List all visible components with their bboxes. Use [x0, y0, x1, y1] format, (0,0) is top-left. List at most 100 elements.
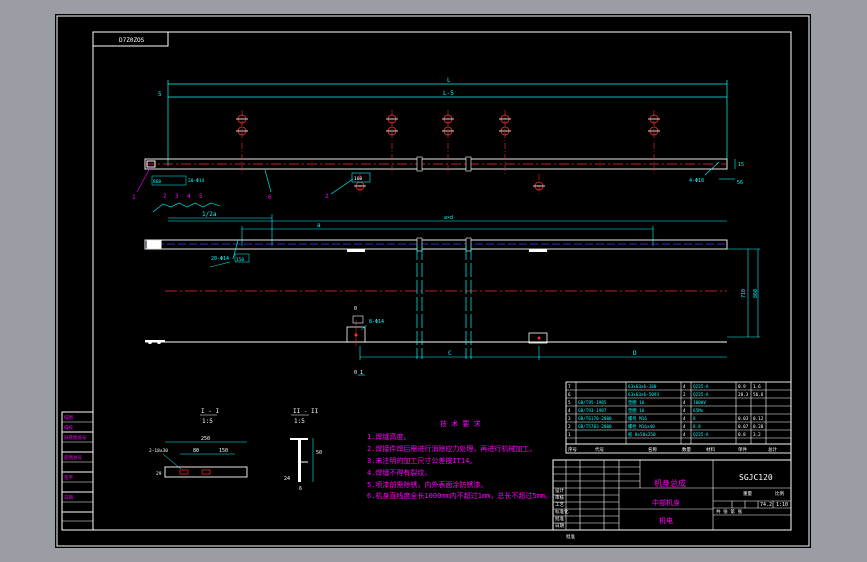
title-block-date: 日期 — [555, 523, 564, 529]
bom-cell-w1: 0.9 — [738, 384, 746, 390]
section-1-w80: 80 — [193, 448, 199, 454]
bom-cell-w2: 56.6 — [753, 392, 764, 398]
callout-holes-c: 8-Φ14 — [369, 319, 384, 325]
note-line: 5.喷漆前需除锈，内外表面涂防锈漆。 — [367, 480, 487, 489]
title-block-check: 审核 — [555, 494, 564, 501]
drawing-canvas: D7Z0ZOS 描图 描校 旧底图总号 底图总号 签字 日期 L L-5 5 — [56, 15, 810, 547]
bom-cell-name: 63x63x6-180 — [628, 384, 657, 390]
section-2-title: II - II — [293, 408, 319, 415]
strip-label: 旧底图总号 — [64, 434, 87, 441]
beam-middle — [144, 239, 728, 250]
title-block-approve: 批准 — [555, 515, 564, 522]
callout-holes-a: 20-Φ14 — [211, 256, 229, 262]
bom-cell-qty: 4 — [683, 408, 686, 414]
note-line: 4.焊缝不得有裂纹。 — [367, 468, 431, 477]
dim-710: 710 — [741, 289, 747, 298]
bom-cell-mat: 100HV — [693, 400, 706, 406]
bom-cell-mat: 65Mn — [693, 408, 704, 414]
bom-cell-name: 螺母 M16 — [628, 415, 647, 422]
bom-h-mat: 材料 — [706, 446, 715, 453]
callout-3: 3 — [175, 193, 179, 200]
bom-cell-w1: 0.07 — [738, 424, 749, 430]
title-block-weight: 74.2 — [760, 502, 772, 508]
section-1-title: I - I — [201, 408, 219, 415]
dim-D: D — [633, 350, 637, 357]
title-block-company: 机电 — [659, 516, 673, 525]
notes-title: 技 术 要 求 — [440, 419, 481, 428]
bom-cell-no: 7 — [568, 384, 571, 390]
dim-5: 5 — [158, 91, 162, 98]
side-view: 710 860 8-Φ14 0 0 1 C D — [145, 246, 760, 376]
dim-160: 160 — [354, 176, 362, 182]
bom-cell-name: 垫圈 16 — [628, 407, 645, 414]
section-2-scale: 1:5 — [294, 418, 305, 425]
cad-drawing-sheet: D7Z0ZOS 描图 描校 旧底图总号 底图总号 签字 日期 L L-5 5 — [55, 14, 811, 548]
bom-cell-mat: 8.8 — [693, 424, 701, 430]
callout-2b: 2 — [163, 193, 167, 200]
inner-frame — [92, 31, 792, 531]
code-stamp: D7Z0ZOS — [119, 37, 145, 44]
dim-a: a — [317, 222, 321, 229]
pos-0: 0 — [354, 306, 357, 312]
dim-L: L — [447, 77, 451, 84]
section-1-holes: 2-18x30 — [149, 448, 168, 454]
section-2-w6: 6 — [299, 486, 302, 492]
title-block-scale-label: 比例 — [775, 490, 784, 497]
bom-cell-qty: 4 — [683, 432, 686, 438]
dim-axd: a×d — [444, 215, 453, 221]
section-2: II - II 1:5 50 24 6 — [284, 408, 322, 492]
bom-cell-code: GB/T5783-2000 — [578, 424, 612, 430]
bom-cell-name: 垫圈 16 — [628, 399, 645, 406]
bom-cell-mat: Q235-A — [693, 432, 709, 438]
title-block-standard: 标准化 — [555, 508, 569, 515]
section-1-w250: 250 — [201, 436, 210, 442]
title-block-subtitle: 中部机身 — [652, 498, 680, 507]
bom-cell-w2: 0.28 — [753, 424, 764, 430]
bom-cell-name: 63x63x6-5093 — [628, 392, 659, 398]
bom-cell-no: 5 — [568, 400, 571, 406]
note-line: 3.未注明的加工尺寸公差按IT14。 — [367, 456, 476, 465]
bom-cell-qty: 2 — [683, 392, 686, 398]
strip-label: 日期 — [64, 495, 73, 501]
dim-56: 56 — [737, 180, 743, 186]
outer-frame — [56, 15, 810, 547]
bom-cell-qty: 4 — [683, 424, 686, 430]
section-1-h29: 29 — [156, 471, 162, 477]
bom-header: 序号 代号 名称 数量 材料 单件 总计 — [565, 443, 792, 454]
middle-view: 1/2a a×d a 20-Φ14 150 — [144, 211, 728, 268]
bom-cell-w1: 0.8 — [738, 432, 746, 438]
title-block-stamp: 批准 — [566, 533, 575, 540]
bom-cell-qty: 4 — [683, 416, 686, 422]
bom-cell-w2: 3.2 — [753, 432, 761, 438]
pos-01: 0 1 — [354, 370, 363, 376]
bom-cell-w2: 1.6 — [753, 384, 761, 390]
bom-h-no: 序号 — [568, 446, 577, 453]
bom-cell-no: 6 — [568, 392, 571, 398]
weld-detail: 860 2 3 4 5 — [151, 175, 221, 213]
callout-2: 2 — [325, 193, 329, 200]
strip-label: 底图总号 — [64, 454, 82, 461]
callout-5: 5 — [199, 193, 203, 200]
title-block-main-title: 机身总成 — [654, 478, 686, 488]
section-1-scale: 1:5 — [202, 418, 213, 425]
title-block: 机身总成 中部机身 SGJC120 机电 重量 比例 74.2 1:10 共 张… — [552, 459, 792, 540]
bom-cell-qty: 4 — [683, 384, 686, 390]
title-block-scale: 1:10 — [776, 502, 788, 508]
strip-label: 签字 — [64, 474, 73, 481]
callout-1: 1 — [132, 194, 136, 201]
note-line: 2.焊接件焊后需进行消除应力处理，再进行机械加工。 — [367, 444, 536, 453]
callout-holes-b: 4-Φ18 — [689, 178, 704, 184]
strip-label: 描校 — [64, 424, 73, 431]
callout-4: 4 — [187, 193, 191, 200]
callout-6: 6 — [268, 194, 272, 201]
bom-h-code: 代号 — [595, 446, 604, 453]
title-block-process: 工艺 — [555, 502, 564, 508]
bom-cell-w1: 0.03 — [738, 416, 749, 422]
bom-cell-code: GB/T6170-2000 — [578, 416, 612, 422]
bom-cell-no: 1 — [568, 432, 571, 438]
note-line: 1.焊缝高度。 — [367, 432, 410, 441]
dim-150: 150 — [236, 257, 244, 263]
svg-text:860: 860 — [153, 179, 161, 185]
